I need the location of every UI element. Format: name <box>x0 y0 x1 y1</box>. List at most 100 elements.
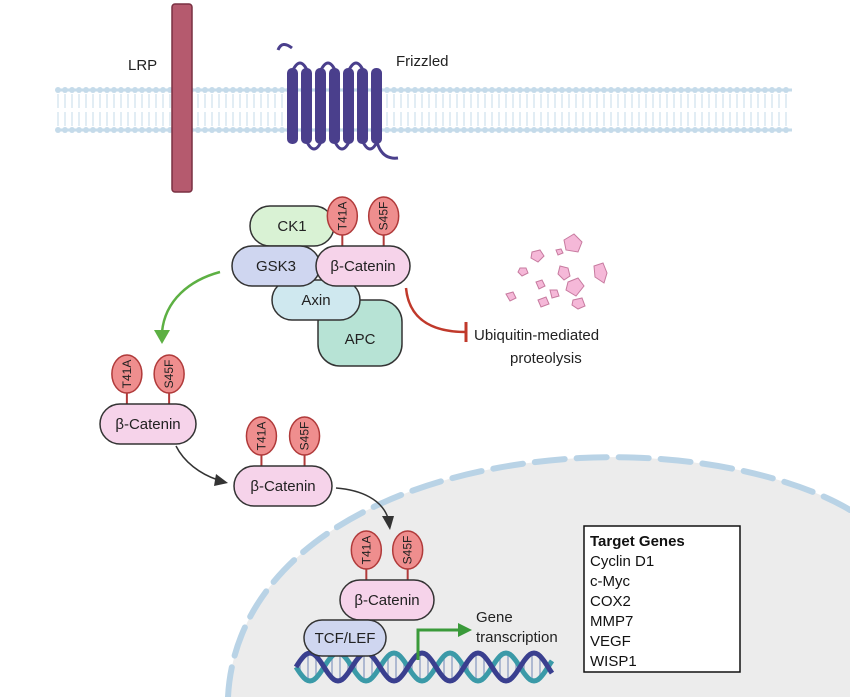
target-genes-box: Target Genes Cyclin D1 c-Myc COX2 MMP7 V… <box>583 525 741 673</box>
lipid-head <box>762 87 768 93</box>
s45f-label: S45F <box>298 422 312 451</box>
t41a-label: T41A <box>254 422 268 451</box>
t41a-mutation <box>326 196 359 236</box>
beta-catenin-protein <box>339 579 435 621</box>
lipid-head <box>678 127 684 133</box>
lipid-head <box>440 127 446 133</box>
lipid-head <box>433 127 439 133</box>
lipid-head <box>412 87 418 93</box>
lipid-head <box>76 127 82 133</box>
release-arrow <box>154 270 221 344</box>
lipid-head <box>83 87 89 93</box>
lipid-head <box>412 127 418 133</box>
lipid-head <box>643 127 649 133</box>
lipid-head <box>769 127 775 133</box>
lipid-head <box>55 87 61 93</box>
frizzled-receptor <box>276 43 399 160</box>
lipid-head <box>132 87 138 93</box>
lipid-head <box>538 87 544 93</box>
lipid-head <box>699 87 705 93</box>
lipid-head <box>118 87 124 93</box>
lipid-head <box>62 127 68 133</box>
lipid-head <box>566 127 572 133</box>
lipid-head <box>195 87 201 93</box>
lipid-head <box>671 127 677 133</box>
lipid-head <box>559 87 565 93</box>
s45f-mutation <box>153 354 185 394</box>
lipid-head <box>223 127 229 133</box>
lipid-head <box>398 127 404 133</box>
lipid-head <box>461 127 467 133</box>
frizzled-label: Frizzled <box>396 53 449 70</box>
lipid-head <box>601 127 607 133</box>
lipid-head <box>447 87 453 93</box>
lipid-head <box>265 87 271 93</box>
proteolysis-label-line1: Ubiquitin-mediated <box>474 327 599 344</box>
t41a-label: T41A <box>335 202 349 231</box>
lipid-head <box>475 87 481 93</box>
target-gene-item: VEGF <box>590 633 631 650</box>
lipid-head <box>62 87 68 93</box>
lipid-head <box>608 127 614 133</box>
lipid-head <box>97 127 103 133</box>
lipid-head <box>97 87 103 93</box>
lipid-head <box>419 87 425 93</box>
lipid-head <box>496 87 502 93</box>
lipid-head <box>475 127 481 133</box>
lipid-head <box>671 87 677 93</box>
t41a-mutation <box>350 530 383 570</box>
lipid-head <box>517 127 523 133</box>
axin-protein <box>271 279 361 321</box>
target-gene-item: COX2 <box>590 593 631 610</box>
lipid-head <box>706 87 712 93</box>
lipid-head <box>83 127 89 133</box>
lipid-head <box>90 87 96 93</box>
lipid-head <box>468 127 474 133</box>
translocation-arrow-2 <box>335 487 394 530</box>
t41a-mutation <box>111 354 143 394</box>
lipid-head <box>251 87 257 93</box>
lipid-head <box>76 87 82 93</box>
lipid-head <box>111 127 117 133</box>
lipid-head <box>272 127 278 133</box>
lipid-head <box>125 127 131 133</box>
lipid-head <box>622 127 628 133</box>
lipid-head <box>279 127 285 133</box>
lipid-head <box>552 87 558 93</box>
axin-label: Axin <box>301 292 330 309</box>
lipid-head <box>713 87 719 93</box>
lipid-head <box>734 87 740 93</box>
lipid-head <box>454 87 460 93</box>
lipid-head <box>524 127 530 133</box>
cell-membrane <box>55 87 792 133</box>
lipid-head <box>384 127 390 133</box>
lipid-head <box>629 87 635 93</box>
t41a-label: T41A <box>120 360 134 389</box>
lipid-head <box>279 87 285 93</box>
lipid-head <box>573 127 579 133</box>
lipid-head <box>111 87 117 93</box>
lipid-head <box>664 87 670 93</box>
lipid-head <box>503 87 509 93</box>
gsk3-label: GSK3 <box>256 258 296 275</box>
s45f-label: S45F <box>162 360 176 389</box>
lipid-head <box>699 127 705 133</box>
lipid-head <box>160 87 166 93</box>
lipid-head <box>104 87 110 93</box>
lipid-head <box>580 87 586 93</box>
lipid-head <box>608 87 614 93</box>
lipid-head <box>202 87 208 93</box>
lipid-head <box>426 87 432 93</box>
destruction-complex: APC Axin CK1 GSK3 <box>231 205 403 367</box>
lipid-head <box>230 127 236 133</box>
frizzled-helix <box>329 68 340 144</box>
lipid-head <box>216 87 222 93</box>
beta-catenin-label: β-Catenin <box>115 416 180 433</box>
lipid-head <box>426 127 432 133</box>
apc-label: APC <box>345 331 376 348</box>
beta-catenin-protein <box>233 465 333 507</box>
beta-catenin-label: β-Catenin <box>250 478 315 495</box>
